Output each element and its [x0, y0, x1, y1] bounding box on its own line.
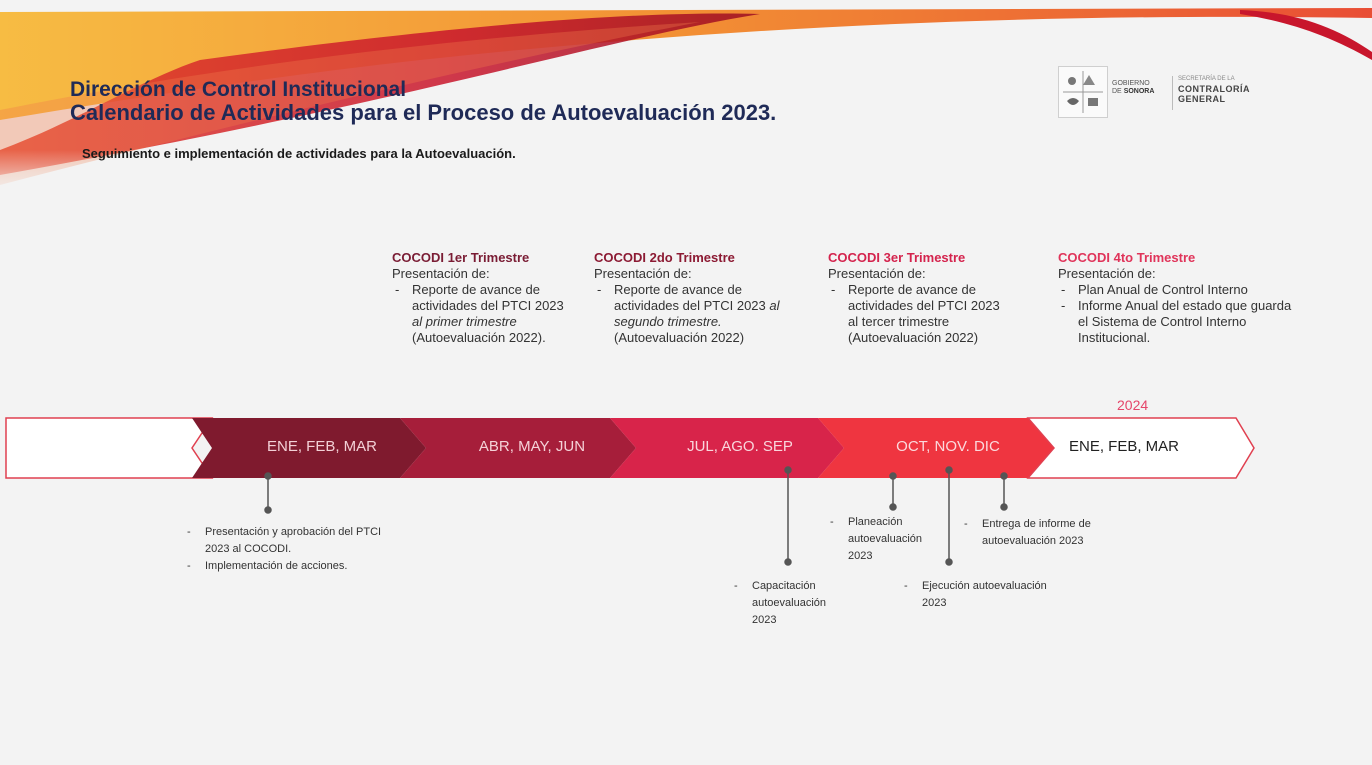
quarter-4-column: COCODI 4to Trimestre Presentación de: -P… — [1058, 250, 1298, 346]
timeline-segment-q2 — [400, 418, 636, 478]
timeline-segment-2024 — [1026, 417, 1255, 479]
logo-gobierno-text: GOBIERNO DE SONORA — [1112, 80, 1155, 95]
activity-connectors — [264, 466, 1008, 566]
title-block: Dirección de Control Institucional Calen… — [70, 78, 776, 124]
timeline-segment-q3 — [610, 418, 844, 478]
page-title-line2: Calendario de Actividades para el Proces… — [70, 100, 777, 125]
activity-ejecucion: -Ejecución autoevaluación 2023 — [904, 580, 1047, 609]
activity-q1: -Presentación y aprobación del PTCI 2023… — [185, 524, 385, 575]
quarter-3-column: COCODI 3er Trimestre Presentación de: -R… — [828, 250, 1000, 346]
timeline-segment-q4 — [818, 418, 1054, 478]
quarter-1-title: COCODI 1er Trimestre — [392, 250, 530, 265]
activity-capacitacion: -Capacitación autoevaluación 2023 — [734, 580, 827, 626]
timeline-label-q4: OCT, NOV. DIC — [896, 438, 1000, 455]
quarter-2-title: COCODI 2do Trimestre — [594, 250, 735, 265]
timeline-label-2024: ENE, FEB, MAR — [1068, 438, 1180, 455]
quarter-4-item-1: -Plan Anual de Control Interno — [1061, 282, 1248, 297]
page-title-line1: Dirección de Control Institucional — [70, 78, 407, 101]
page-subtitle: Seguimiento e implementación de activida… — [82, 146, 516, 161]
year-label: 2024 — [1117, 397, 1149, 413]
logo-contraloria-text: CONTRALORÍA GENERAL — [1178, 84, 1250, 104]
quarter-1-intro: Presentación de: — [392, 266, 490, 281]
timeline-label-q2: ABR, MAY, JUN — [478, 438, 586, 455]
quarter-3-title: COCODI 3er Trimestre — [828, 250, 966, 265]
header-banner — [0, 8, 1372, 200]
government-logo: GOBIERNO DE SONORA SECRETARÍA DE LA CONT… — [1058, 66, 1268, 122]
logo-secretaria-text: SECRETARÍA DE LA — [1178, 76, 1235, 82]
quarter-3-item: -Reporte de avance de actividades del PT… — [831, 282, 1000, 345]
timeline-arrow — [5, 417, 1255, 479]
quarter-1-item: -Reporte de avance de actividades del PT… — [395, 282, 564, 345]
quarter-2-column: COCODI 2do Trimestre Presentación de: -R… — [594, 250, 790, 346]
timeline-segment-q1 — [192, 418, 426, 478]
quarter-4-item-2: -Informe Anual del estado que guarda el … — [1061, 298, 1292, 345]
quarter-3-intro: Presentación de: — [828, 266, 926, 281]
logo-divider — [1172, 76, 1173, 110]
quarter-4-title: COCODI 4to Trimestre — [1058, 250, 1196, 265]
quarter-2-item: -Reporte de avance de actividades del PT… — [597, 282, 780, 345]
timeline-label-q3: JUL, AGO. SEP — [687, 438, 793, 455]
coat-of-arms-icon — [1058, 66, 1108, 118]
quarter-2-intro: Presentación de: — [594, 266, 692, 281]
activity-q1-presentacion: -Presentación y aprobación del PTCI 2023… — [187, 526, 382, 555]
activity-q1-implementacion: -Implementación de acciones. — [187, 560, 348, 572]
activity-planeacion: -Planeación autoevaluación 2023 — [830, 516, 923, 562]
quarter-1-column: COCODI 1er Trimestre Presentación de: -R… — [392, 250, 564, 346]
quarter-4-intro: Presentación de: — [1058, 266, 1156, 281]
timeline-label-q1: ENE, FEB, MAR — [266, 438, 378, 455]
activity-entrega: -Entrega de informe de autoevaluación 20… — [964, 518, 1091, 547]
